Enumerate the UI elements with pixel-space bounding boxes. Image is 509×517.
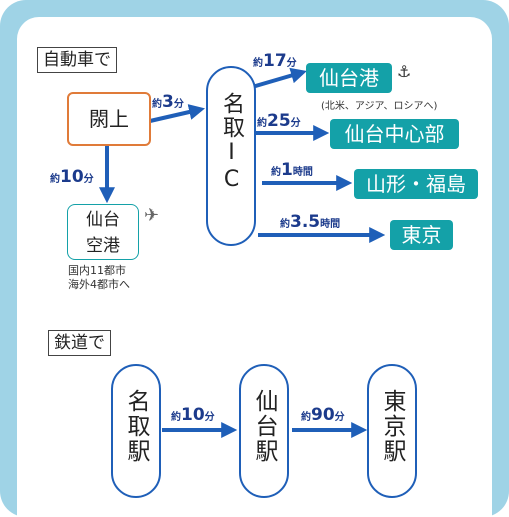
rail-capsule-1 [111, 364, 161, 498]
hub-capsule [206, 66, 256, 246]
anchor-icon: ⚓ [397, 62, 412, 81]
hub-label: 名取IC [219, 92, 244, 194]
dest-sendai-center: 仙台中心部 [330, 119, 459, 149]
time-to-tokyo: 約3.5時間 [280, 212, 341, 232]
origin-node: 閖上 [67, 92, 151, 146]
car-section-label: 自動車で [37, 47, 117, 73]
airport-node: 仙台 空港 [67, 204, 139, 260]
time-to-sendai-center: 約25分 [257, 111, 301, 131]
airport-line-1: 仙台 [86, 210, 120, 230]
station-tokyo: 東京駅 [379, 389, 405, 464]
station-sendai: 仙台駅 [251, 389, 277, 464]
time-rail-leg-2: 約90分 [301, 405, 345, 425]
time-origin-to-airport: 約10分 [50, 167, 94, 187]
dest-sendai-port: 仙台港 [306, 63, 392, 93]
station-natori: 名取駅 [123, 389, 149, 464]
rail-section-label: 鉄道で [48, 330, 111, 356]
airplane-icon: ✈ [144, 205, 160, 226]
dest-yamagata-fukushima: 山形・福島 [354, 169, 478, 199]
arrow-to-sendai-port [251, 67, 307, 89]
rail-capsule-2 [239, 364, 289, 498]
time-to-yamagata: 約1時間 [271, 160, 313, 180]
dest-tokyo: 東京 [390, 220, 453, 250]
time-origin-to-hub: 約3分 [152, 92, 184, 112]
airport-note: 国内11都市 海外4都市へ [68, 264, 130, 291]
sendai-port-note: (北米、アジア、ロシアへ) [321, 101, 438, 112]
time-to-sendai-port: 約17分 [253, 51, 297, 71]
airport-line-2: 空港 [86, 236, 120, 256]
time-rail-leg-1: 約10分 [171, 405, 215, 425]
rail-capsule-3 [367, 364, 417, 498]
arrow-origin-to-hub [149, 104, 206, 123]
